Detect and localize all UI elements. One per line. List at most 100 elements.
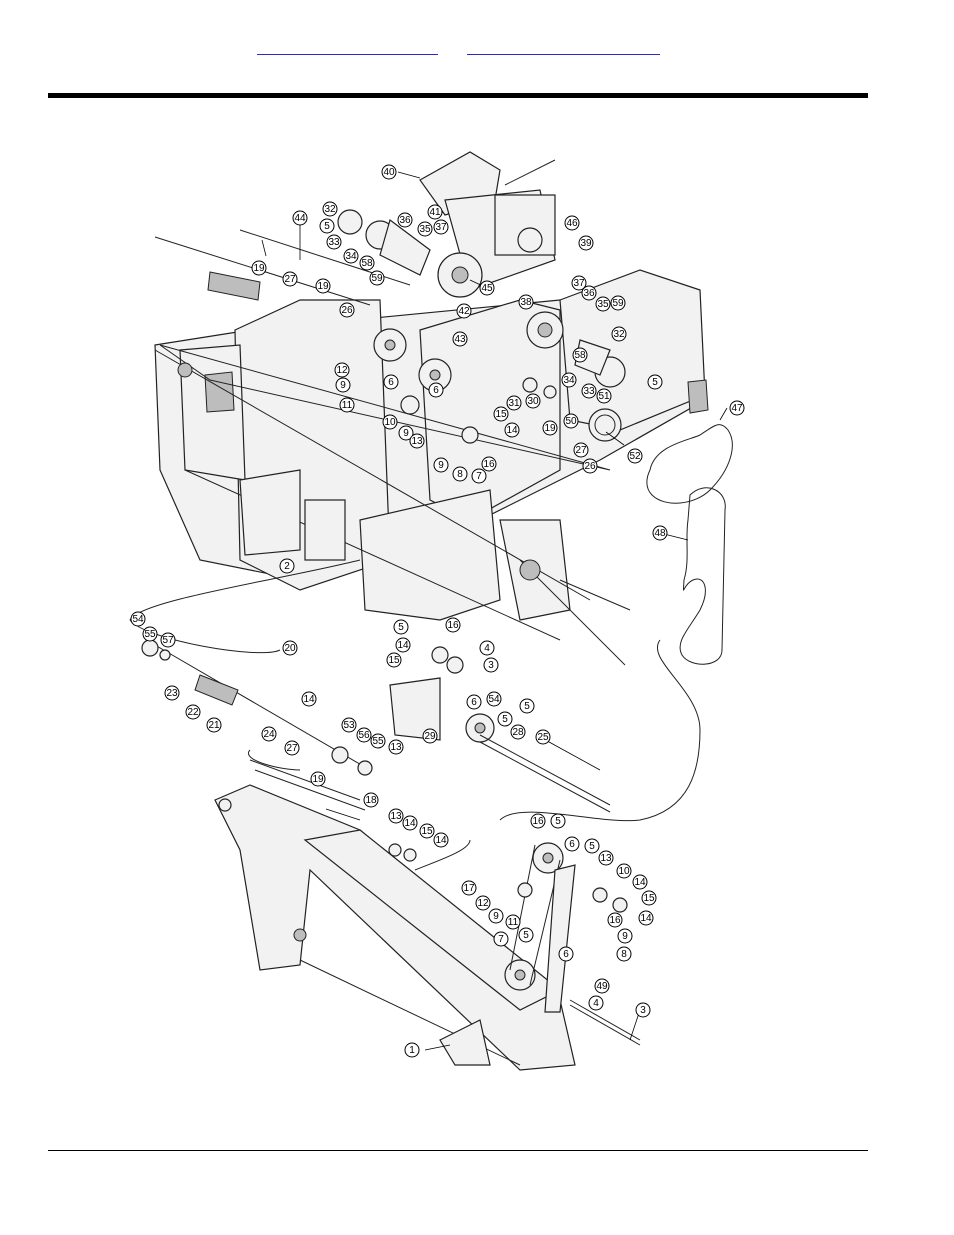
callout-label: 27 — [286, 743, 298, 754]
callout-circle — [130, 611, 146, 627]
callout-label: 15 — [643, 893, 655, 904]
lower-frame — [214, 759, 576, 1071]
header-link-2[interactable] — [467, 38, 660, 55]
callout-8: 8 — [452, 466, 468, 482]
callout-circle — [301, 691, 317, 707]
callout-12: 12 — [475, 895, 491, 911]
callout-14: 14 — [433, 832, 449, 848]
callout-label: 9 — [622, 931, 628, 942]
callout-label: 23 — [166, 688, 178, 699]
callout-label: 6 — [569, 839, 575, 850]
callout-circle — [164, 685, 180, 701]
callout-label: 3 — [488, 660, 494, 671]
callout-3: 3 — [483, 657, 499, 673]
callout-circle — [322, 201, 338, 217]
callout-33: 33 — [326, 234, 342, 250]
callout-label: 40 — [383, 167, 395, 178]
callout-circle — [339, 302, 355, 318]
callout-label: 56 — [358, 730, 370, 741]
callout-label: 36 — [583, 288, 595, 299]
callout-label: 58 — [361, 258, 373, 269]
callout-9: 9 — [335, 377, 351, 393]
callout-51: 51 — [596, 388, 612, 404]
callout-label: 36 — [399, 215, 411, 226]
callout-label: 5 — [555, 816, 561, 827]
callout-label: 58 — [574, 350, 586, 361]
callout-label: 7 — [476, 471, 482, 482]
callout-circle — [493, 406, 509, 422]
callout-circle — [456, 303, 472, 319]
callout-6: 6 — [564, 836, 580, 852]
callout-15: 15 — [641, 890, 657, 906]
callout-35: 35 — [595, 296, 611, 312]
callout-circle — [564, 836, 580, 852]
callout-circle — [510, 724, 526, 740]
callout-19: 19 — [542, 420, 558, 436]
callout-14: 14 — [395, 637, 411, 653]
callout-circle — [315, 278, 331, 294]
callout-label: 35 — [597, 299, 609, 310]
callout-label: 5 — [502, 714, 508, 725]
callout-circle — [206, 717, 222, 733]
callout-label: 5 — [324, 221, 330, 232]
callout-label: 54 — [488, 694, 500, 705]
callout-24: 24 — [261, 726, 277, 742]
callout-41: 41 — [427, 204, 443, 220]
callout-circle — [388, 808, 404, 824]
callout-circle — [647, 374, 663, 390]
callout-label: 37 — [573, 278, 585, 289]
callout-circle — [506, 395, 522, 411]
callout-circle — [185, 704, 201, 720]
callout-16: 16 — [481, 456, 497, 472]
callout-circle — [388, 739, 404, 755]
callout-1: 1 — [404, 1042, 420, 1058]
callout-label: 5 — [398, 622, 404, 633]
callout-54: 54 — [130, 611, 146, 627]
callout-circle — [422, 728, 438, 744]
callout-label: 10 — [618, 866, 630, 877]
callout-circle — [343, 248, 359, 264]
callout-label: 41 — [429, 207, 441, 218]
callout-label: 26 — [341, 305, 353, 316]
callout-label: 17 — [463, 883, 475, 894]
callout-37: 37 — [433, 219, 449, 235]
callout-circle — [564, 215, 580, 231]
callout-label: 15 — [495, 409, 507, 420]
callout-circle — [635, 1002, 651, 1018]
callout-circle — [617, 928, 633, 944]
callout-circle — [652, 525, 668, 541]
callout-label: 55 — [144, 629, 156, 640]
callout-label: 43 — [454, 334, 466, 345]
header-link-1[interactable] — [257, 38, 438, 55]
callout-label: 47 — [731, 403, 743, 414]
callout-circle — [251, 260, 267, 276]
callout-label: 9 — [438, 460, 444, 471]
callout-21: 21 — [206, 717, 222, 733]
callout-13: 13 — [598, 850, 614, 866]
callout-label: 16 — [609, 915, 621, 926]
callout-circle — [578, 235, 594, 251]
callout-circle — [419, 823, 435, 839]
callout-label: 5 — [524, 701, 530, 712]
callout-circle — [572, 347, 588, 363]
callout-26: 26 — [582, 458, 598, 474]
callout-18: 18 — [363, 792, 379, 808]
callout-14: 14 — [632, 874, 648, 890]
callout-label: 5 — [523, 930, 529, 941]
callout-circle — [518, 927, 534, 943]
callout-6: 6 — [428, 382, 444, 398]
callout-label: 5 — [652, 377, 658, 388]
callout-circle — [335, 377, 351, 393]
callout-circle — [369, 270, 385, 286]
callout-14: 14 — [301, 691, 317, 707]
callout-circle — [610, 295, 626, 311]
callout-58: 58 — [359, 255, 375, 271]
callout-circle — [279, 558, 295, 574]
callout-circle — [428, 382, 444, 398]
callout-circle — [383, 374, 399, 390]
callout-9: 9 — [488, 908, 504, 924]
callout-7: 7 — [471, 468, 487, 484]
callout-circle — [483, 657, 499, 673]
callout-label: 37 — [435, 222, 447, 233]
callout-27: 27 — [573, 442, 589, 458]
